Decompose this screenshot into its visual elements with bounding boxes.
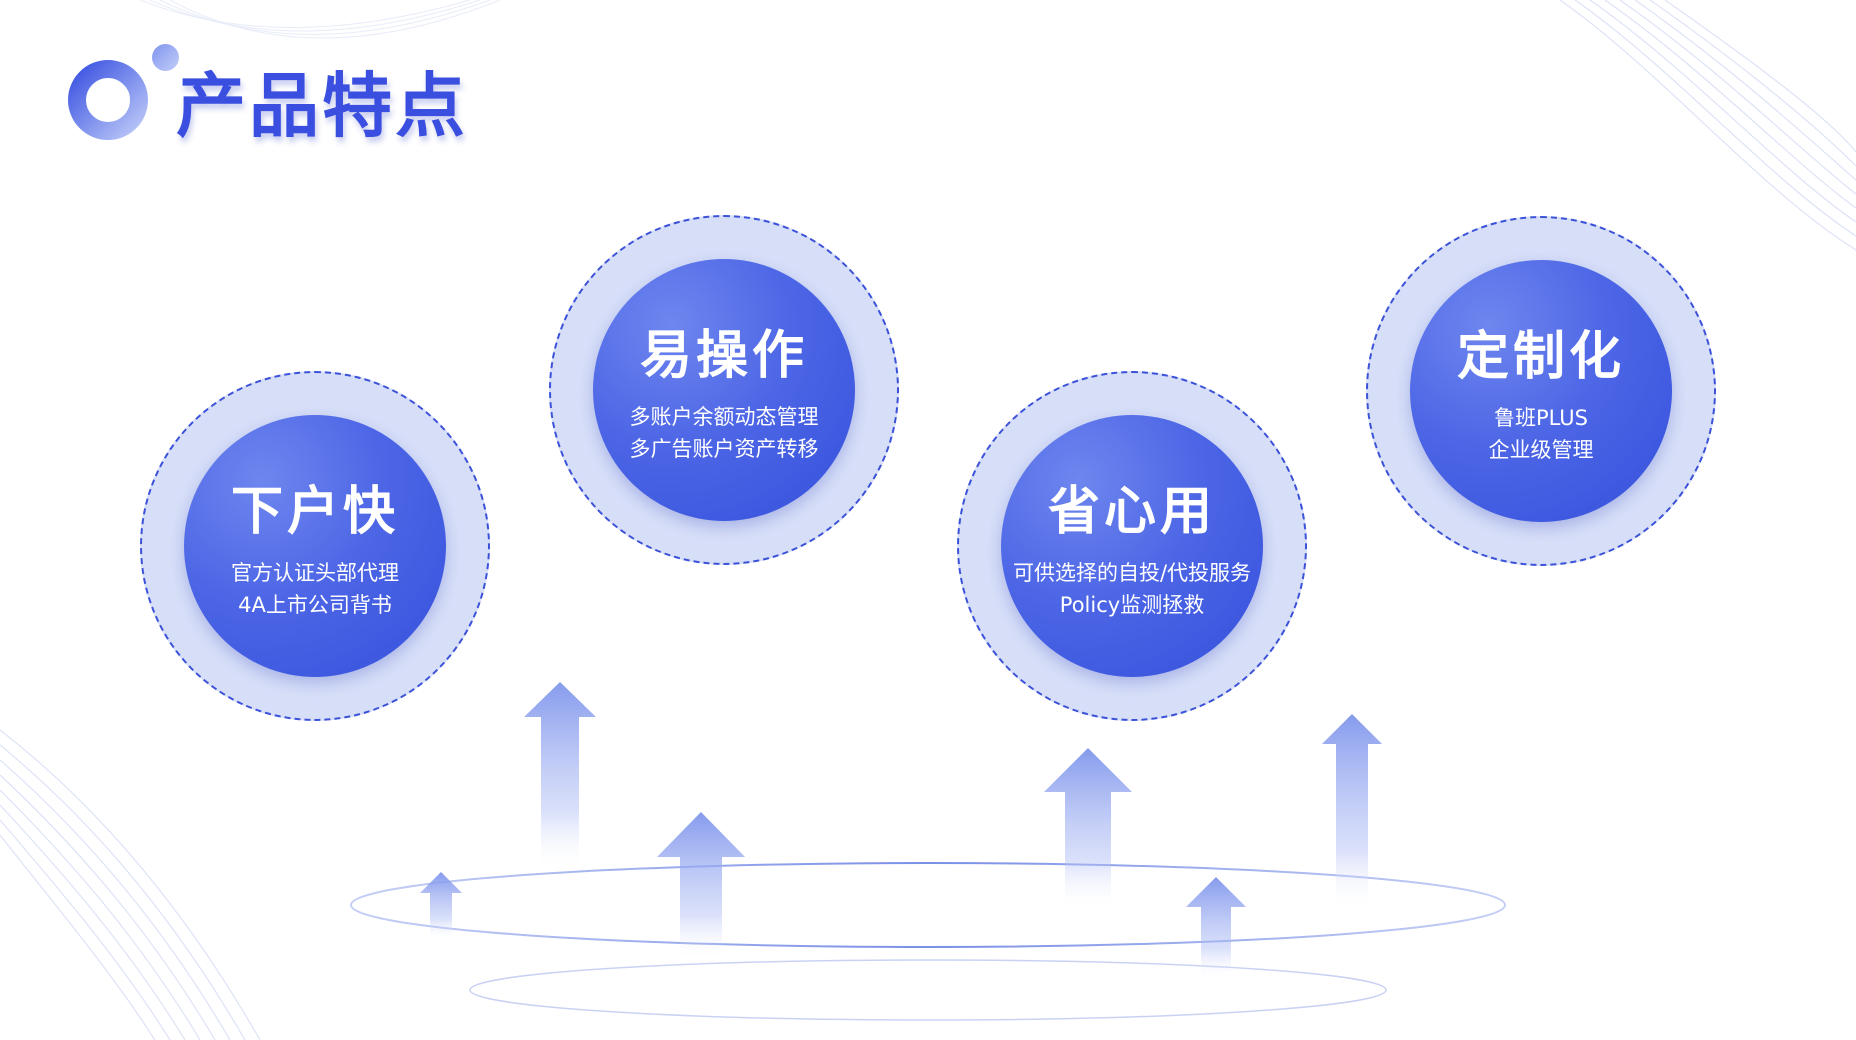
feature-card-customized: 定制化 鲁班PLUS 企业级管理 [1366, 216, 1716, 566]
feature-desc-line: 4A上市公司背书 [238, 592, 392, 617]
feature-desc-line: 企业级管理 [1488, 437, 1594, 462]
logo-dot-icon [152, 44, 179, 71]
feature-desc-line: Policy监测拯救 [1059, 592, 1205, 617]
feature-desc-line: 官方认证头部代理 [231, 560, 399, 585]
top-right-wave-lines [1559, 0, 1856, 251]
arrow-2 [657, 812, 745, 960]
page-title: 产品特点 [176, 65, 468, 147]
feature-title: 定制化 [1456, 326, 1625, 387]
arrow-4 [1044, 748, 1132, 910]
arrow-6 [1322, 714, 1382, 910]
arrow-1 [524, 682, 596, 870]
feature-desc-line: 鲁班PLUS [1493, 405, 1589, 430]
feature-card-fast-account: 下户快 官方认证头部代理 4A上市公司背书 [140, 371, 490, 721]
arrow-3 [420, 872, 462, 940]
feature-desc-line: 多广告账户资产转移 [629, 436, 819, 461]
arrow-5 [1186, 877, 1246, 980]
feature-title: 下户快 [230, 481, 399, 542]
feature-core: 省心用 可供选择的自投/代投服务 Policy监测拯救 [1001, 415, 1263, 677]
platform-ring-upper [350, 862, 1506, 948]
feature-title: 省心用 [1047, 481, 1216, 542]
feature-desc-line: 多账户余额动态管理 [629, 404, 819, 429]
feature-card-easy-operation: 易操作 多账户余额动态管理 多广告账户资产转移 [549, 215, 899, 565]
feature-core: 定制化 鲁班PLUS 企业级管理 [1410, 260, 1672, 522]
platform-ring-lower [469, 959, 1387, 1021]
logo-ring-icon [68, 60, 148, 140]
feature-core: 易操作 多账户余额动态管理 多广告账户资产转移 [593, 259, 855, 521]
feature-title: 易操作 [639, 325, 808, 386]
feature-core: 下户快 官方认证头部代理 4A上市公司背书 [184, 415, 446, 677]
rising-arrows [420, 682, 1382, 980]
feature-desc-line: 可供选择的自投/代投服务 [1012, 560, 1252, 585]
feature-card-worry-free: 省心用 可供选择的自投/代投服务 Policy监测拯救 [957, 371, 1307, 721]
bottom-left-wave-lines [0, 729, 261, 1040]
top-left-wave-lines [139, 0, 501, 39]
